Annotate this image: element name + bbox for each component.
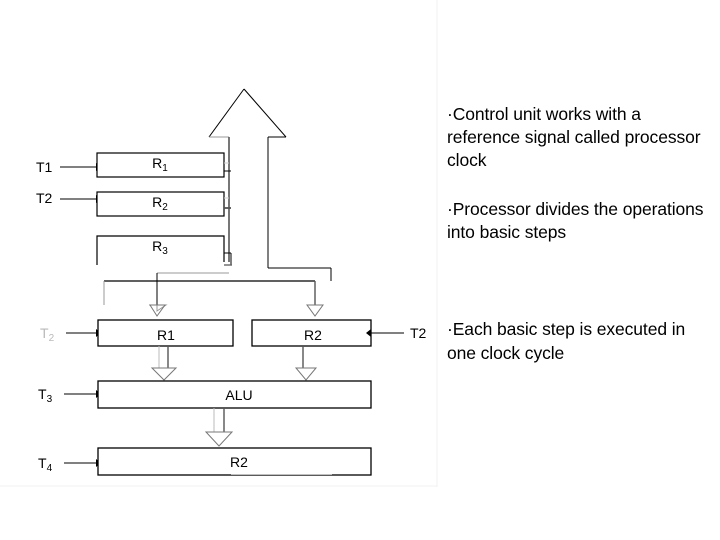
timing-label-t2-right-text: T2 bbox=[410, 325, 427, 341]
register-r2: R2 bbox=[96, 191, 225, 217]
timing-label-t2-text: T2 bbox=[36, 190, 53, 206]
processor-datapath-diagram: T1 R1 T2 R2 bbox=[0, 0, 438, 487]
register-r3-label: R3 bbox=[152, 238, 168, 257]
operand-box-r1: R1 bbox=[97, 319, 234, 347]
timing-label-t2-faint-text: T2 bbox=[40, 325, 55, 344]
timing-signal-t2-faint: T2 bbox=[40, 325, 101, 344]
bullet-text: Control unit works with a reference sign… bbox=[447, 104, 701, 171]
alu-box-label: ALU bbox=[225, 387, 252, 403]
bullet-item-2: ·Processor divides the operations into b… bbox=[447, 198, 709, 244]
timing-label-t3-text: T3 bbox=[38, 386, 53, 405]
bullet-item-3: ·Each basic step is executed in one cloc… bbox=[447, 318, 709, 364]
alu-box: ALU bbox=[97, 380, 372, 409]
timing-label-t4-text: T4 bbox=[38, 455, 53, 474]
bullet-item-1: ·Control unit works with a reference sig… bbox=[447, 103, 709, 172]
arrow-r1-to-alu bbox=[150, 346, 178, 381]
bullet-list: ·Control unit works with a reference sig… bbox=[447, 103, 709, 365]
bullet-marker: · bbox=[447, 319, 453, 340]
bullet-text: Processor divides the operations into ba… bbox=[447, 199, 704, 243]
bullet-marker: · bbox=[447, 199, 453, 220]
arrowhead-to-operand-r2 bbox=[306, 304, 324, 317]
bus-arrow bbox=[208, 88, 287, 268]
arrow-r2-to-alu bbox=[294, 346, 318, 381]
bullet-marker: · bbox=[447, 104, 453, 124]
timing-signal-t4: T4 bbox=[38, 455, 101, 474]
bus-branch-lines bbox=[103, 267, 332, 305]
operand-box-r2: R2 bbox=[251, 319, 372, 347]
timing-signal-t1: T1 bbox=[36, 159, 101, 175]
register-r1: R1 bbox=[96, 152, 225, 178]
diagram-svg: T1 R1 T2 R2 bbox=[0, 0, 438, 487]
timing-signal-t2: T2 bbox=[36, 190, 101, 206]
timing-signal-t2-right: T2 bbox=[366, 325, 427, 341]
timing-signal-t3: T3 bbox=[38, 386, 101, 405]
arrow-alu-to-result bbox=[204, 408, 234, 447]
bullet-text: Each basic step is executed in one clock… bbox=[447, 319, 686, 363]
result-box-r2-label: R2 bbox=[230, 454, 248, 470]
operand-box-r1-label: R1 bbox=[157, 327, 175, 343]
result-box-r2: R2 bbox=[97, 447, 372, 476]
register-r3: R3 bbox=[96, 235, 225, 265]
timing-label-t1-text: T1 bbox=[36, 159, 53, 175]
operand-box-r2-label: R2 bbox=[304, 327, 322, 343]
arrowhead-to-operand-r1 bbox=[149, 304, 168, 317]
